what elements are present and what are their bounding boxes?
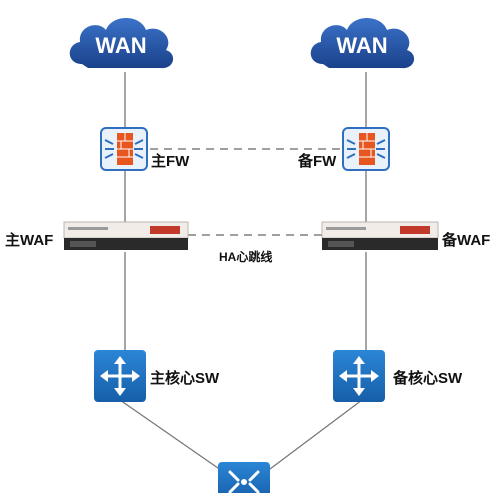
waf-backup-label: 备WAF [442,232,491,249]
link-sw-primary-to-access [119,399,229,476]
wan-left-label: WAN [95,33,146,58]
ha-link-label: HA心跳线 [219,250,273,264]
firewall-backup-icon [342,127,390,171]
wan-cloud-right-icon [310,18,415,69]
fw-backup-label: 备FW [298,153,337,170]
core-sw-backup-label: 备核心SW [393,370,463,387]
access-switch-icon [218,462,270,493]
waf-backup-appliance-icon [321,221,439,250]
fw-primary-label: 主FW [151,153,190,170]
link-sw-backup-to-access [261,399,363,476]
wan-right-label: WAN [336,33,387,58]
core-sw-primary-label: 主核心SW [150,370,220,387]
wan-cloud-left-icon [69,18,174,69]
core-switch-backup-icon [333,350,385,402]
core-switch-primary-icon [94,350,146,402]
waf-primary-appliance-icon [63,221,189,250]
firewall-primary-icon [100,127,148,171]
waf-primary-label: 主WAF [5,232,54,249]
